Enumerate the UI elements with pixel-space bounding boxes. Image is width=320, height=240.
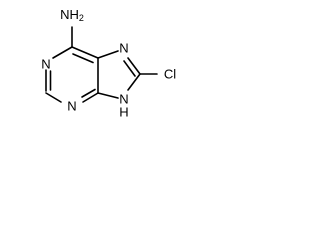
atom-chlorine-label: Cl [164,67,176,82]
atom-n9-h-label: H [119,105,128,120]
bond-c6-n1 [52,46,73,59]
bond-c8-n9 [127,73,141,91]
bond-c5-c6-double [72,53,94,64]
atom-n9-label: N [119,92,128,107]
atom-n1-label: N [41,57,50,72]
atom-layer: NH2 N N N N H Cl [41,7,176,120]
bond-c5-n7 [97,50,119,59]
bond-n3-c4-double [81,88,96,98]
bond-n7-c8-double [123,60,136,77]
bond-n9-c4 [97,92,119,99]
bond-c5-c6 [71,46,99,59]
atom-n3-label: N [67,99,76,114]
atom-n7-label: N [119,41,128,56]
bond-n3-c4 [82,92,99,103]
chemical-structure: NH2 N N N N H Cl [41,7,176,120]
bond-n7-c8 [127,57,141,75]
bond-c2-n3 [45,92,62,103]
atom-amine-label: NH2 [60,7,84,24]
bond-layer [45,26,158,103]
